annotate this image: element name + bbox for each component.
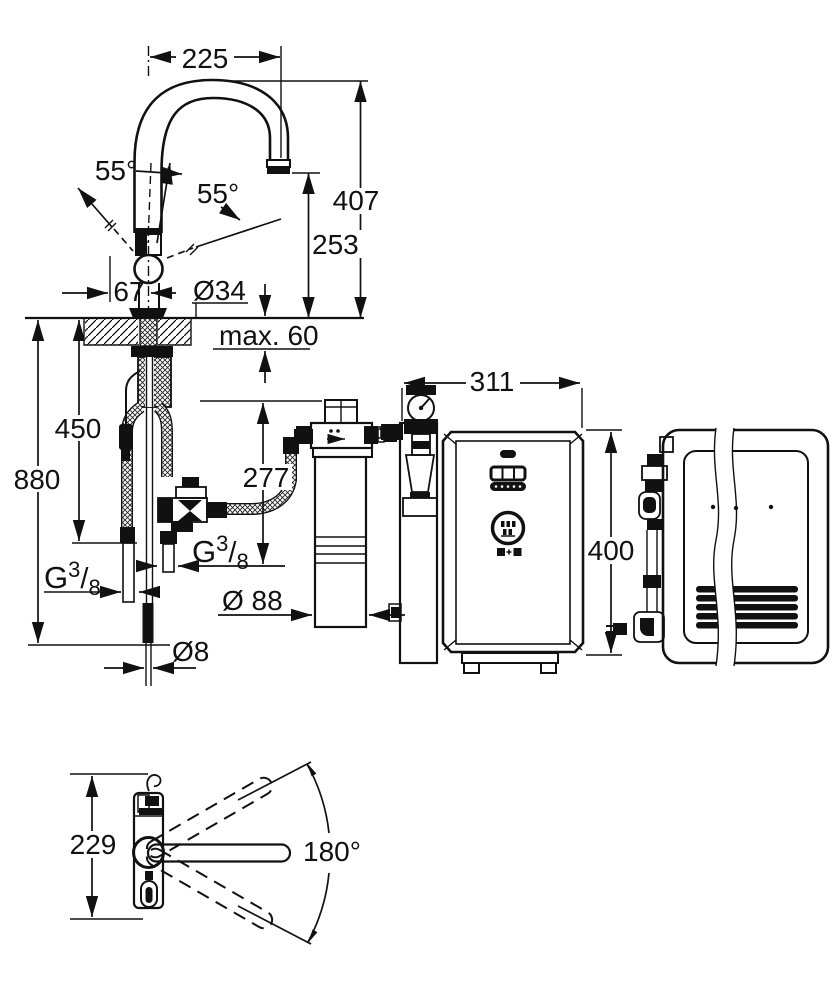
drain-plug	[613, 623, 627, 635]
electrical-cable	[125, 370, 141, 424]
spout-outer-curve	[133, 78, 290, 233]
label-lever-offset: 67	[113, 276, 144, 307]
hose-bundle	[137, 356, 172, 408]
spout-outlet	[266, 159, 291, 168]
spout-position-upper-dashed	[145, 776, 274, 859]
bracket-clip	[391, 607, 399, 618]
cooler-shell	[441, 430, 585, 654]
label-outlet-tube-diameter: Ø8	[172, 636, 209, 667]
threaded-shank	[139, 317, 158, 347]
dimension-annotations	[28, 46, 622, 675]
filter-cartridge-body	[313, 455, 368, 629]
label-shank-diameter: Ø34	[193, 275, 246, 306]
mixed-water-tubes	[145, 357, 154, 565]
label-total-height: 407	[333, 185, 380, 216]
spout-inner-curve	[160, 96, 272, 233]
outlet-tube-connector	[142, 603, 154, 643]
gauge-left-fitting	[381, 424, 403, 440]
cooler-plinth	[461, 652, 559, 664]
check-valve	[157, 477, 227, 573]
right-hose-end	[162, 543, 175, 573]
sensor-slot	[140, 880, 158, 908]
left-hose-fitting	[120, 527, 135, 543]
label-cable-drop: 450	[55, 413, 102, 444]
swivel-leg-upper	[237, 761, 312, 801]
spout-position-lower-dashed	[145, 847, 274, 930]
cooler-control-panel	[489, 450, 527, 556]
cooler-foot-right	[540, 662, 557, 674]
label-hose-drop: 880	[14, 464, 61, 495]
drain-elbow	[633, 611, 665, 643]
lever-knob	[133, 253, 164, 285]
side-unit-outer	[661, 428, 830, 665]
right-supply-hose	[154, 403, 172, 477]
lever-hook-top	[146, 774, 162, 792]
mounting-nut	[131, 346, 173, 357]
cable-plug	[119, 424, 133, 450]
label-top-body-height: 229	[70, 829, 117, 860]
counter-hatch-left	[85, 319, 138, 345]
label-thread-right: G3/8	[192, 531, 249, 574]
left-hose-end	[122, 542, 135, 603]
faucet-front-view	[25, 46, 364, 686]
filter-head	[309, 421, 374, 450]
valve-side-port	[206, 502, 227, 518]
dim-o34-leader	[192, 302, 248, 317]
side-unit-inner-panel	[683, 450, 809, 644]
swivel-leg-lower	[237, 905, 312, 945]
outlet-capillary-tube	[145, 643, 152, 686]
brand-logo-ring	[490, 510, 526, 546]
dim-55-right-leg	[195, 218, 282, 248]
swivel-pivot	[132, 836, 165, 869]
label-lever-angle-right: 55°	[197, 178, 239, 209]
escutcheon	[129, 308, 167, 318]
gauge-valve-body	[404, 419, 438, 434]
filter-flange	[312, 447, 373, 458]
faucet-top-view	[70, 761, 330, 945]
label-cooler-height: 400	[588, 535, 635, 566]
filter-head-left-port	[296, 426, 311, 444]
label-thread-left: G3/8	[44, 557, 101, 600]
spout-aerator	[267, 167, 290, 174]
label-swivel-range: 180°	[303, 836, 361, 867]
break-band	[713, 428, 737, 666]
swivel-arc	[306, 763, 330, 834]
spout-solid-position	[146, 843, 292, 863]
counter-hatch-right	[158, 319, 191, 345]
capacity-display	[489, 465, 527, 482]
cooler-foot-left	[463, 662, 480, 674]
label-counter-max: max. 60	[219, 320, 319, 351]
vent-slats	[696, 586, 798, 629]
cooler-side-view	[606, 427, 830, 667]
dim-55-left-leg	[77, 187, 113, 228]
filter-head-right-port	[364, 426, 378, 444]
label-lever-angle-left: 55°	[95, 155, 137, 186]
cooler-front-view	[373, 385, 585, 674]
bracket-plate	[398, 421, 439, 665]
status-led	[500, 450, 516, 458]
logo-glyphs	[501, 521, 516, 537]
bottle-plus-bottle-icon	[497, 548, 522, 556]
label-filter-diameter: Ø 88	[222, 585, 283, 616]
reducer-funnel	[404, 454, 436, 493]
filter-body-bands	[315, 536, 366, 564]
label-cooler-width: 311	[470, 366, 515, 397]
dimension-labels: 225 407 253 55° 55° 67 Ø34 max. 60 880 4…	[13, 43, 639, 868]
label-spout-reach: 225	[182, 43, 229, 74]
label-outlet-height: 253	[312, 229, 359, 260]
label-filter-height: 277	[243, 462, 290, 493]
cooler-front-face	[455, 440, 571, 645]
